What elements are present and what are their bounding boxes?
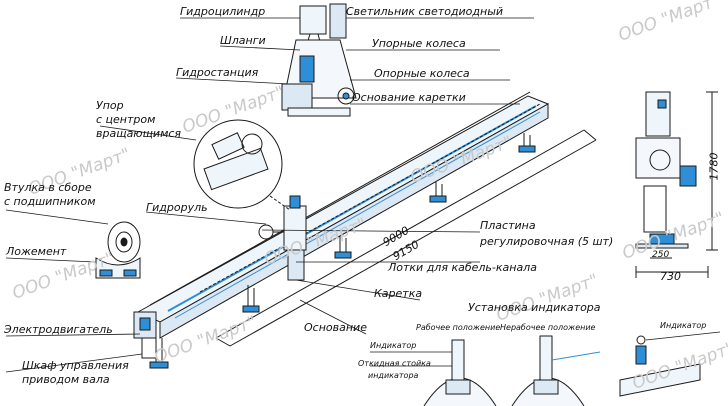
dim-250: 250 [652, 250, 670, 260]
label-plate-line2: регулировочная (5 шт) [480, 235, 614, 248]
label-cabinet-line2: приводом вала [22, 373, 110, 386]
label-stop-wheels: Упорные колеса [372, 37, 466, 50]
label-electromotor: Электродвигатель [4, 323, 113, 336]
label-indicator: Индикатор [660, 321, 707, 330]
leader-lines [5, 17, 721, 373]
label-hoses: Шланги [220, 34, 266, 47]
label-indicator-setup: Установка индикатора [468, 301, 601, 314]
label-carriage: Каретка [374, 287, 423, 300]
label-bushing-line2: с подшипником [4, 195, 96, 208]
label-indicator-small: Индикатор [370, 341, 417, 350]
stop-detail-circle [193, 119, 291, 211]
carriage-detail-top [281, 3, 357, 117]
label-idle-position: Нерабочее положение [500, 323, 596, 332]
carriage-unit [258, 195, 307, 281]
side-view [635, 91, 718, 278]
dim-730: 730 [660, 270, 681, 283]
label-stop-line1: Упор [96, 99, 124, 112]
label-carriage-base: Основание каретки [352, 91, 466, 104]
main-beam [136, 91, 550, 339]
dim-1780: 1780 [707, 152, 721, 181]
label-plate-line1: Пластина [480, 219, 536, 232]
label-hydrocylinder: Гидроцилиндр [180, 5, 266, 18]
label-handwheel: Гидроруль [146, 201, 208, 214]
label-cable-trays: Лотки для кабель-канала [388, 261, 537, 274]
label-cabinet-line1: Шкаф управления [22, 359, 129, 372]
bushing-wheel [107, 221, 141, 263]
label-led-lamp: Светильник светодиодный [346, 5, 504, 18]
support-legs [149, 133, 536, 369]
label-support-wheels: Опорные колеса [374, 67, 470, 80]
label-base: Основание [304, 321, 367, 334]
label-cradle: Ложемент [6, 245, 67, 258]
beam-dimension-lines [215, 129, 597, 347]
electromotor-unit [133, 311, 157, 359]
indicator-panels [423, 335, 701, 406]
label-bushing-line1: Втулка в сборе [4, 181, 92, 194]
label-folding-rack-line1: Откидная стойка [358, 359, 431, 368]
label-folding-rack-line2: индикатора [368, 371, 419, 380]
cradle [95, 257, 141, 279]
label-stop-line2: с центром [96, 113, 156, 126]
label-working-position: Рабочее положение [416, 323, 501, 332]
label-stop-line3: вращающимся [96, 127, 182, 140]
label-hydrostation: Гидростанция [176, 66, 259, 79]
